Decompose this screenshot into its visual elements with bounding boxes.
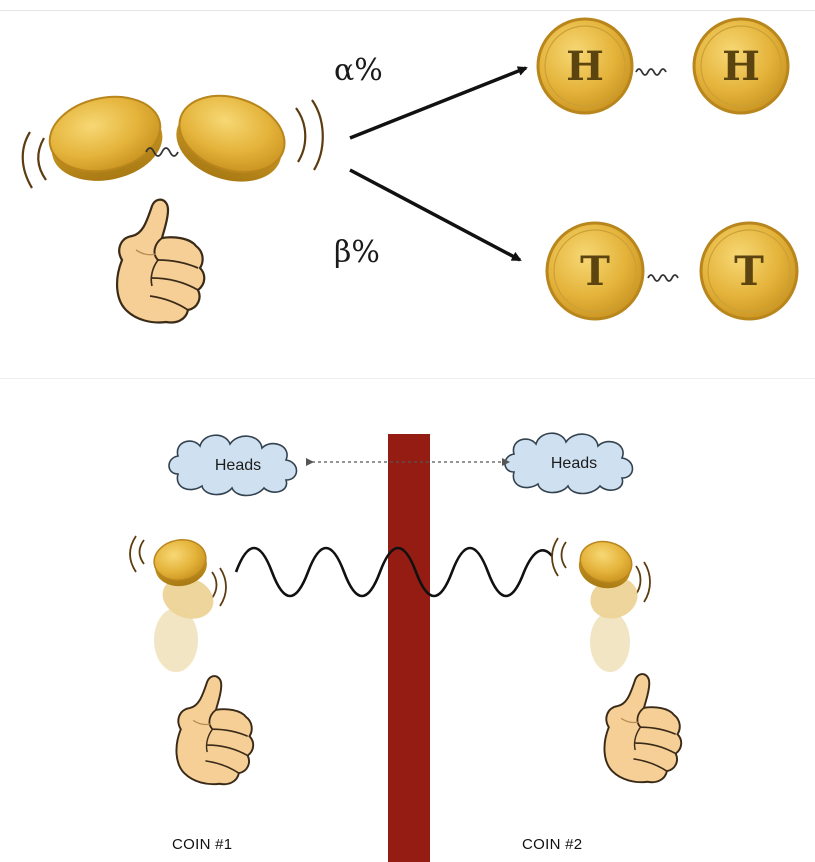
beta-probability-label: β% xyxy=(334,235,380,270)
spring-link-icon xyxy=(647,274,679,282)
wall-barrier xyxy=(388,434,430,862)
coin-icon xyxy=(176,94,286,182)
tails-letter: T xyxy=(580,248,610,295)
coin-icon xyxy=(48,95,163,181)
cloud-left-label: Heads xyxy=(215,457,261,474)
coin-icon xyxy=(153,539,207,587)
cloud-icon: Heads xyxy=(168,434,298,497)
cloud-right-label: Heads xyxy=(551,455,597,472)
heads-letter: H xyxy=(722,43,760,90)
coin1-caption: COIN #1 xyxy=(172,836,233,853)
coin2-flip-sequence xyxy=(551,537,651,672)
section-divider xyxy=(0,378,815,379)
arrow-to-heads xyxy=(349,66,528,140)
vibration-marks-left xyxy=(21,131,47,189)
cloud-icon: Heads xyxy=(504,432,634,495)
tails-coin-right: T xyxy=(699,221,799,321)
thumb-flip-hand-icon xyxy=(175,675,255,786)
tails-coin-left: T xyxy=(545,221,645,321)
alpha-probability-label: α% xyxy=(334,53,383,88)
tails-letter: T xyxy=(734,248,764,295)
thumb-flip-hand-icon xyxy=(603,673,683,784)
coin2-caption: COIN #2 xyxy=(522,836,583,853)
coin-icon xyxy=(578,540,633,589)
coin1-flip-sequence xyxy=(129,535,227,672)
heads-coin-right: H xyxy=(692,17,790,115)
heads-coin-left: H xyxy=(536,17,634,115)
top-divider xyxy=(0,10,815,11)
vibration-marks-right xyxy=(295,99,324,171)
entanglement-wave xyxy=(234,546,554,598)
arrow-to-tails xyxy=(349,168,522,262)
thumb-flip-hand-icon xyxy=(115,198,206,324)
spring-link-icon xyxy=(635,68,667,76)
heads-letter: H xyxy=(566,43,604,90)
spring-link-icon xyxy=(145,147,179,157)
